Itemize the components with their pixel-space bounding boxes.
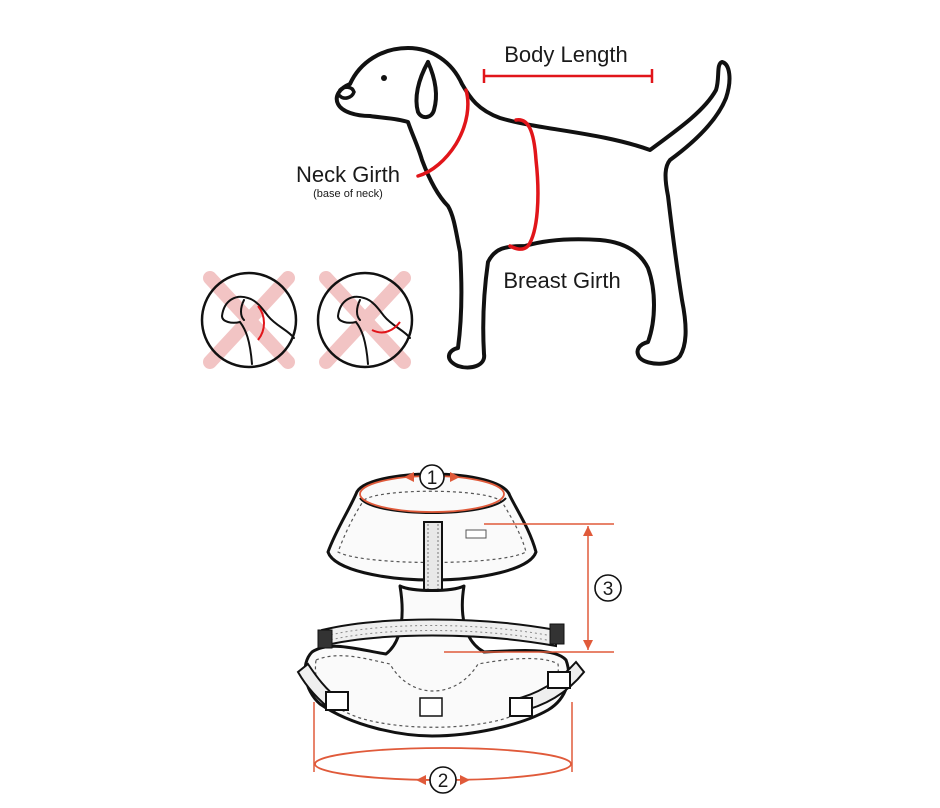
dog-nose [338, 85, 356, 100]
dog-illustration [334, 46, 732, 370]
breast-girth-line [508, 118, 540, 251]
marker-2-label: 2 [438, 771, 449, 792]
neck-girth-note: (base of neck) [313, 188, 383, 200]
harness-right-strap-end [549, 623, 565, 645]
harness-chest-strap [321, 618, 557, 648]
harness-left-buckle [325, 691, 349, 711]
marker-3-circle [594, 574, 622, 602]
harness-label-patch [419, 697, 443, 717]
marker-1-label: 1 [427, 468, 438, 489]
wrong-example-1-ring [200, 271, 298, 369]
dog-outline [334, 46, 732, 370]
wrong-example-2-dog-icon [337, 295, 411, 365]
marker-1-circle [419, 464, 445, 490]
wrong-example-2 [316, 271, 414, 369]
harness-illustration [296, 472, 586, 738]
harness-neck-stitch [337, 490, 527, 564]
wrong-example-2-red-mark [371, 321, 401, 334]
wrong-example-1-red-mark [257, 305, 265, 341]
harness-right-buckle [509, 697, 533, 717]
breast-girth-label: Breast Girth [503, 268, 620, 293]
harness-left-strap-end [317, 629, 333, 649]
neck-girth-line [416, 88, 470, 178]
marker-2-circle [429, 766, 457, 794]
body-length-arrow [482, 69, 654, 83]
wrong-example-1-dog-icon [221, 295, 295, 365]
harness-body-stitch [314, 655, 559, 728]
harness-tag [465, 529, 487, 539]
wrong-example-1 [200, 271, 298, 369]
wrong-example-2-ring [316, 271, 414, 369]
dog-measure-marks [416, 69, 654, 251]
neck-girth-label: Neck Girth [296, 162, 400, 187]
dog-ear [414, 60, 438, 119]
harness-neck-inner [359, 497, 507, 514]
dog-eye [381, 75, 387, 81]
harness-side-clip [547, 671, 571, 689]
marker-3-label: 3 [603, 579, 614, 600]
body-length-label: Body Length [504, 42, 628, 67]
harness-measure-marks: 1 3 2 [313, 464, 622, 794]
